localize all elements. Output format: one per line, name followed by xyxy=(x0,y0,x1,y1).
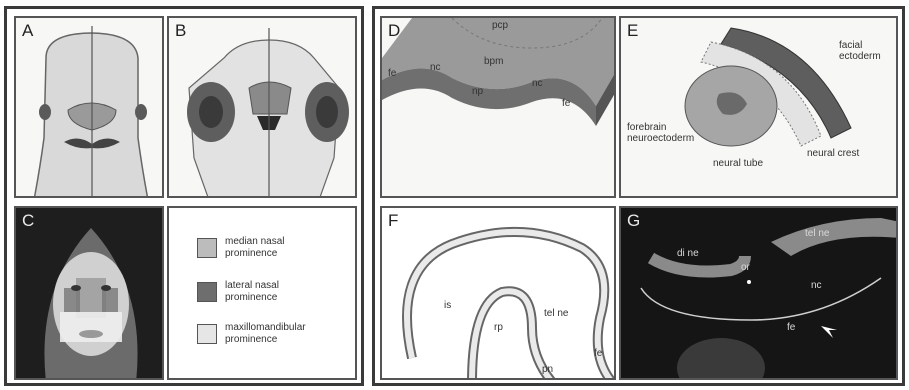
fluorescence-micrograph xyxy=(621,208,898,380)
label-tel-ne: tel ne xyxy=(544,308,568,319)
label-nc-right: nc xyxy=(532,78,543,89)
panel-a: A xyxy=(14,16,164,198)
panel-c: C xyxy=(14,206,164,380)
panel-e: E facial ectoderm forebrain neuroectoder… xyxy=(619,16,898,198)
embryo-face-lateral-drawing xyxy=(169,18,357,198)
panel-d: D pcp bpm fe nc np nc fe xyxy=(380,16,616,198)
label-np: np xyxy=(472,86,483,97)
legend-label: lateral nasal prominence xyxy=(225,280,325,304)
legend-item-median-nasal: median nasal prominence xyxy=(197,236,325,260)
label-facial-ectoderm: facial ectoderm xyxy=(839,40,881,62)
legend-label: median nasal prominence xyxy=(225,236,325,260)
label-rp: rp xyxy=(494,322,503,333)
panel-f: F is tel ne rp fe pn xyxy=(380,206,616,380)
legend-item-maxillomandibular: maxillomandibular prominence xyxy=(197,322,325,346)
panel-g: G tel ne di ne or nc fe xyxy=(619,206,898,380)
label-nc: nc xyxy=(811,280,822,291)
label-nc-left: nc xyxy=(430,62,441,73)
legend-swatch xyxy=(197,238,217,258)
legend-swatch xyxy=(197,282,217,302)
panel-b: B xyxy=(167,16,357,198)
label-pn: pn xyxy=(542,364,553,375)
label-fe-right: fe xyxy=(562,98,570,109)
label-neural-tube: neural tube xyxy=(713,158,763,169)
label-pcp: pcp xyxy=(492,20,508,31)
child-face-photo xyxy=(16,208,164,380)
tissue-block-drawing xyxy=(382,18,616,198)
label-neural-crest: neural crest xyxy=(807,148,859,159)
label-forebrain-neuroectoderm: forebrain neuroectoderm xyxy=(627,122,694,144)
label-fe: fe xyxy=(594,348,602,359)
label-or: or xyxy=(741,262,750,273)
label-is: is xyxy=(444,300,451,311)
label-fe-left: fe xyxy=(388,68,396,79)
label-tel-ne: tel ne xyxy=(805,228,829,239)
label-di-ne: di ne xyxy=(677,248,699,259)
legend-swatch xyxy=(197,324,217,344)
label-fe: fe xyxy=(787,322,795,333)
legend-label: maxillomandibular prominence xyxy=(225,322,325,346)
embryo-face-frontal-drawing xyxy=(16,18,164,198)
label-bpm: bpm xyxy=(484,56,503,67)
legend-panel: median nasal prominence lateral nasal pr… xyxy=(167,206,357,380)
legend-item-lateral-nasal: lateral nasal prominence xyxy=(197,280,325,304)
sagittal-section-drawing xyxy=(382,208,616,380)
